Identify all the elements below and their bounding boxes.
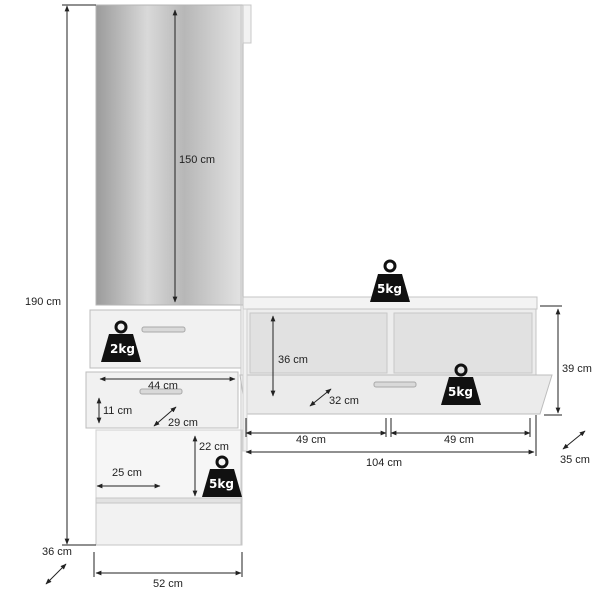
weight-icon-flap: 5kg	[441, 363, 481, 405]
cabinet-side-top	[242, 4, 252, 44]
label-drawer-depth: 29 cm	[168, 417, 198, 429]
label-total-height: 190 cm	[25, 296, 61, 308]
label-bench-depth: 35 cm	[560, 454, 590, 466]
label-compartment-right-width: 49 cm	[444, 434, 474, 446]
cabinet-base	[95, 502, 243, 546]
label-shelf-width: 25 cm	[112, 467, 142, 479]
shelf-floor	[95, 497, 243, 504]
bench-unit	[239, 296, 553, 452]
label-cabinet-depth: 36 cm	[42, 546, 72, 558]
label-bench-height: 39 cm	[562, 363, 592, 375]
weight-icon-bench-top: 5kg	[370, 259, 410, 302]
bench-flap-handle	[373, 381, 417, 388]
label-bench-width: 104 cm	[366, 457, 402, 469]
label-drawer-height: 11 cm	[103, 405, 132, 417]
weight-icon-shelf: 5kg	[202, 455, 242, 497]
svg-text:2kg: 2kg	[110, 342, 135, 356]
bench-compartment-right	[393, 312, 533, 374]
svg-text:5kg: 5kg	[448, 385, 473, 399]
label-compartment-height: 36 cm	[278, 354, 308, 366]
top-drawer-handle	[141, 326, 186, 333]
mirror-door	[95, 4, 244, 306]
label-mirror-height: 150 cm	[179, 154, 215, 166]
svg-text:5kg: 5kg	[209, 477, 234, 491]
weight-icon-drawer: 2kg	[101, 320, 141, 362]
middle-drawer-handle	[139, 388, 183, 395]
label-shelf-height: 22 cm	[199, 441, 229, 453]
label-cabinet-width: 52 cm	[153, 578, 183, 590]
svg-text:5kg: 5kg	[377, 282, 402, 296]
label-drawer-width: 44 cm	[148, 380, 178, 392]
bench-side-panel	[242, 308, 248, 452]
label-flap-depth: 32 cm	[329, 395, 359, 407]
bench-compartment-left	[249, 312, 388, 374]
dimension-lines	[45, 4, 586, 585]
bench-flap	[239, 374, 553, 415]
label-compartment-left-width: 49 cm	[296, 434, 326, 446]
